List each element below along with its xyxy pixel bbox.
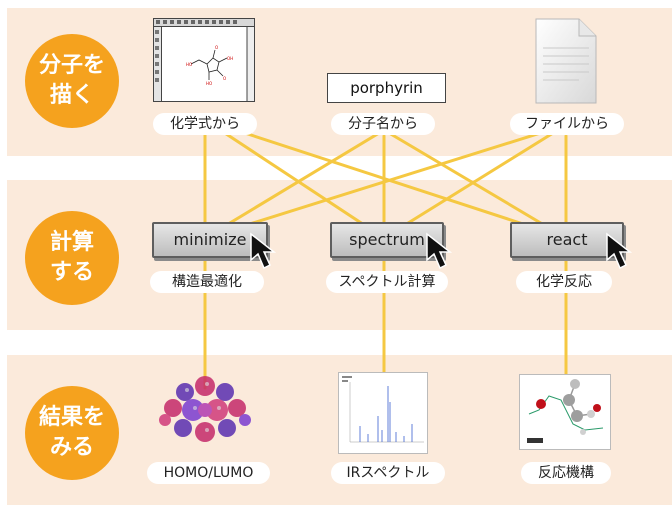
row-label-result: 結果を みる	[25, 386, 119, 480]
mouse-cursor-icon	[426, 232, 453, 270]
orbital-render-icon	[159, 376, 251, 442]
molecule-name-field[interactable]: porphyrin	[327, 73, 446, 103]
svg-text:O: O	[215, 45, 218, 50]
molecule-editor-icon[interactable]: HO O OH HO O	[153, 18, 255, 102]
react-button[interactable]: react	[510, 222, 624, 258]
mouse-cursor-icon	[606, 232, 633, 270]
ir-spectrum-label: IRスペクトル	[331, 462, 445, 484]
ir-spectrum-icon	[338, 372, 428, 454]
svg-text:O: O	[223, 76, 226, 81]
input-file-label: ファイルから	[510, 113, 624, 135]
spectrum-label: スペクトル計算	[326, 271, 448, 293]
input-name-label: 分子名から	[331, 113, 435, 135]
svg-text:HO: HO	[186, 62, 192, 67]
document-file-icon[interactable]	[535, 18, 597, 104]
mechanism-label: 反応機構	[521, 462, 611, 484]
minimize-label: 構造最適化	[150, 271, 264, 293]
svg-text:OH: OH	[227, 56, 233, 61]
row-label-compute: 計算 する	[25, 211, 119, 305]
mouse-cursor-icon	[250, 232, 277, 270]
svg-text:HO: HO	[206, 81, 212, 86]
input-structure-label: 化学式から	[153, 113, 257, 135]
spectrum-button[interactable]: spectrum	[330, 222, 444, 258]
row-label-draw: 分子を 描く	[25, 34, 119, 128]
homo-lumo-label: HOMO/LUMO	[147, 462, 270, 484]
react-label: 化学反応	[516, 271, 612, 293]
reaction-plot-icon	[519, 374, 611, 450]
minimize-button[interactable]: minimize	[152, 222, 268, 258]
